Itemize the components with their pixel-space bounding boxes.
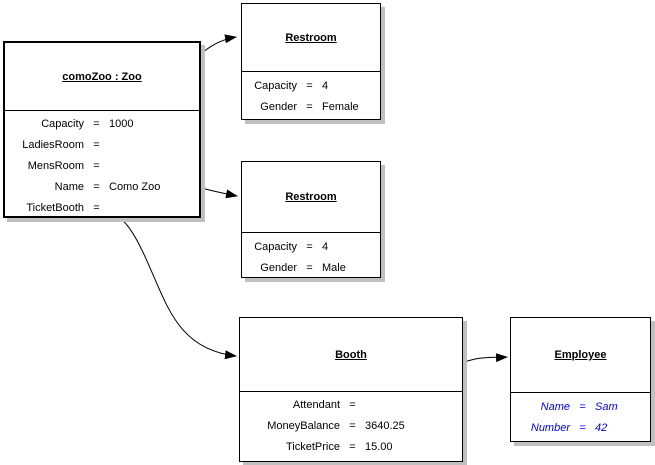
equals-sign: =: [93, 138, 100, 151]
attribute-row-name: Name = Sam: [511, 396, 650, 417]
equals-sign: =: [349, 419, 356, 432]
equals-sign: =: [579, 400, 586, 413]
object-title-restroom-female: Restroom: [285, 31, 337, 44]
attribute-value: Sam: [595, 400, 618, 413]
attribute-row-name: Name = Como Zoo: [5, 176, 199, 197]
attribute-value: 1000: [109, 117, 134, 130]
attribute-row-attendant: Attendant =: [240, 394, 462, 415]
equals-sign: =: [349, 398, 356, 411]
attribute-name: Name: [540, 400, 570, 413]
object-box-employee[interactable]: Employee Name = Sam Number = 42: [510, 317, 651, 442]
attribute-name: Gender: [260, 261, 297, 274]
object-header: Restroom: [242, 162, 380, 233]
object-title-restroom-male: Restroom: [285, 191, 337, 203]
attribute-row-number: Number = 42: [511, 417, 650, 438]
object-attributes: Capacity = 4 Gender = Female: [242, 72, 380, 117]
object-attributes: Attendant = MoneyBalance = 3640.25 Ticke…: [240, 392, 462, 457]
attribute-value: 15.00: [365, 440, 393, 453]
object-title-employee: Employee: [554, 349, 607, 361]
attribute-name: Name: [54, 180, 84, 193]
attribute-name: Capacity: [254, 240, 297, 253]
attribute-name: TicketBooth: [26, 201, 84, 214]
attribute-row-capacity: Capacity = 4: [242, 75, 380, 96]
object-title-zoo: comoZoo : Zoo: [62, 70, 142, 83]
equals-sign: =: [306, 79, 313, 92]
object-attributes: Capacity = 4 Gender = Male: [242, 233, 380, 278]
attribute-name: Capacity: [254, 79, 297, 92]
edge-zoo-ticketbooth-to-booth[interactable]: [98, 206, 237, 360]
attribute-row-capacity: Capacity = 4: [242, 236, 380, 257]
object-box-zoo[interactable]: comoZoo : Zoo Capacity = 1000 LadiesRoom…: [3, 41, 201, 218]
attribute-row-ticketprice: TicketPrice = 15.00: [240, 436, 462, 457]
attribute-row-gender: Gender = Female: [242, 96, 380, 117]
object-header: comoZoo : Zoo: [5, 43, 199, 111]
equals-sign: =: [93, 180, 100, 193]
object-header: Booth: [240, 318, 462, 392]
object-attributes: Name = Sam Number = 42: [511, 393, 650, 438]
equals-sign: =: [306, 100, 313, 113]
equals-sign: =: [306, 240, 313, 253]
equals-sign: =: [93, 201, 100, 214]
attribute-name: Attendant: [292, 398, 340, 411]
equals-sign: =: [306, 261, 313, 274]
attribute-value: 4: [322, 240, 329, 253]
object-attributes: Capacity = 1000 LadiesRoom = MensRoom = …: [5, 111, 199, 218]
equals-sign: =: [579, 421, 586, 434]
attribute-name: MensRoom: [27, 159, 84, 172]
attribute-name: Capacity: [41, 117, 84, 130]
attribute-value: Female: [322, 100, 359, 113]
attribute-row-gender: Gender = Male: [242, 257, 380, 278]
object-header: Restroom: [242, 4, 380, 72]
attribute-value: 4: [322, 79, 329, 92]
object-title-booth: Booth: [335, 348, 367, 361]
equals-sign: =: [93, 159, 100, 172]
equals-sign: =: [349, 440, 356, 453]
equals-sign: =: [93, 117, 100, 130]
attribute-name: Number: [530, 421, 570, 434]
attribute-row-ladiesroom: LadiesRoom =: [5, 134, 199, 155]
object-box-booth[interactable]: Booth Attendant = MoneyBalance = 3640.25…: [239, 317, 463, 462]
attribute-row-capacity: Capacity = 1000: [5, 113, 199, 134]
attribute-value: Como Zoo: [109, 180, 161, 193]
attribute-name: LadiesRoom: [22, 138, 84, 151]
attribute-name: MoneyBalance: [267, 419, 340, 432]
attribute-value: 42: [595, 421, 608, 434]
attribute-value: 3640.25: [365, 419, 405, 432]
attribute-name: TicketPrice: [286, 440, 340, 453]
object-header: Employee: [511, 318, 650, 393]
attribute-row-moneybalance: MoneyBalance = 3640.25: [240, 415, 462, 436]
object-box-restroom-male[interactable]: Restroom Capacity = 4 Gender = Male: [241, 161, 381, 278]
attribute-name: Gender: [260, 100, 297, 113]
attribute-row-ticketbooth: TicketBooth =: [5, 197, 199, 218]
attribute-row-mensroom: MensRoom =: [5, 155, 199, 176]
attribute-value: Male: [322, 261, 346, 274]
object-box-restroom-female[interactable]: Restroom Capacity = 4 Gender = Female: [241, 3, 381, 120]
